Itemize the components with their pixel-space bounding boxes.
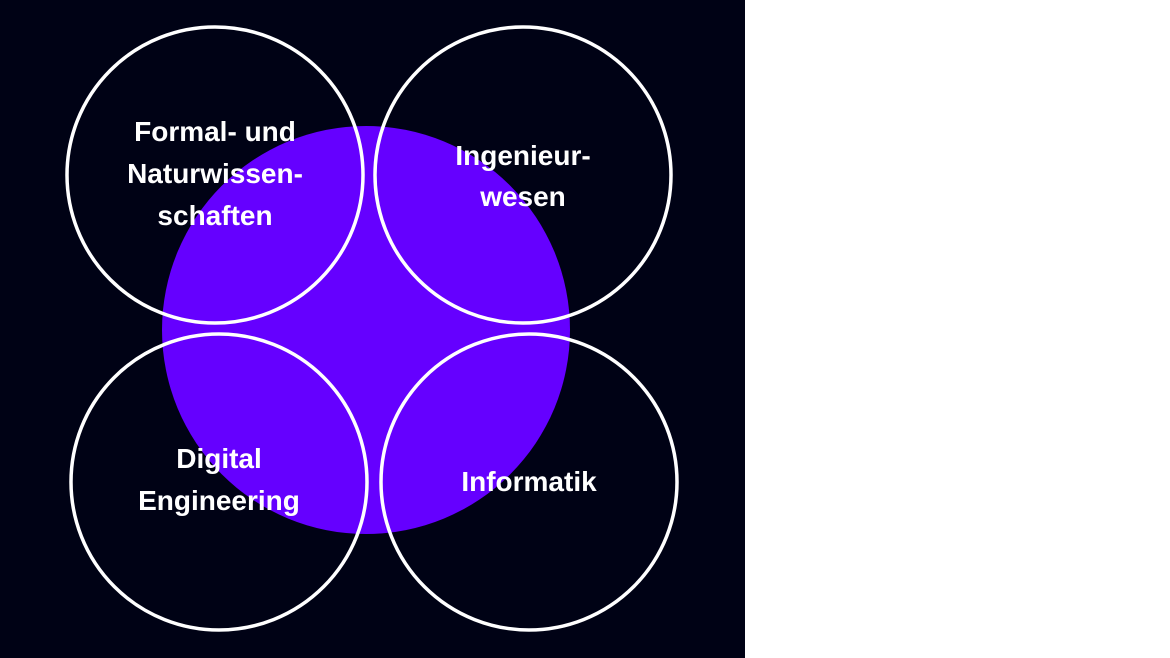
label-ingenieur-line-2: wesen — [479, 181, 566, 212]
label-informatik: Informatik — [461, 466, 597, 497]
label-ingenieur-line-1: Ingenieur- — [455, 140, 590, 171]
circle-formal-naturwissenschaften — [65, 25, 365, 325]
center-blob — [162, 126, 570, 534]
venn-diagram: Formal- und Naturwissen- schaften Ingeni… — [65, 25, 679, 632]
circle-ingenieurwesen — [373, 25, 673, 325]
circle-informatik — [379, 332, 679, 632]
label-formal-line-1: Formal- und — [134, 116, 296, 147]
label-digital-line-2: Engineering — [138, 485, 300, 516]
blank-area — [745, 0, 1170, 658]
label-digital-line-1: Digital — [176, 443, 262, 474]
circle-digital-engineering — [69, 332, 369, 632]
label-formal-line-3: schaften — [157, 200, 272, 231]
label-formal-line-2: Naturwissen- — [127, 158, 303, 189]
